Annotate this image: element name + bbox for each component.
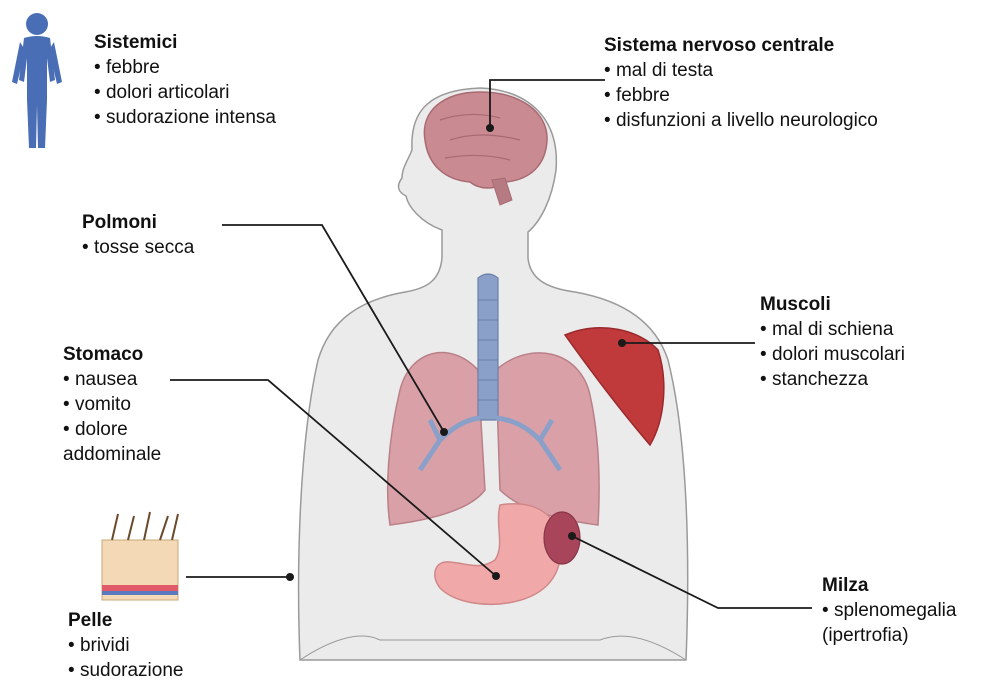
label-polmoni: Polmoni tosse secca: [82, 210, 194, 260]
human-figure-icon: [12, 13, 62, 148]
label-milza-title: Milza: [822, 573, 956, 598]
leader-dot-polmoni: [440, 428, 448, 436]
leader-dot-snc: [486, 124, 494, 132]
list-item: nausea: [63, 367, 161, 392]
label-polmoni-title: Polmoni: [82, 210, 194, 235]
label-sistemici-title: Sistemici: [94, 30, 276, 55]
list-item: splenomegalia: [822, 598, 956, 623]
leader-dot-milza: [568, 532, 576, 540]
label-milza-list: splenomegalia (ipertrofia): [822, 598, 956, 648]
label-pelle: Pelle brividi sudorazione: [68, 608, 183, 683]
list-item: dolori articolari: [94, 80, 276, 105]
list-item: mal di schiena: [760, 317, 905, 342]
list-item: brividi: [68, 633, 183, 658]
label-pelle-list: brividi sudorazione: [68, 633, 183, 683]
label-muscoli: Muscoli mal di schiena dolori muscolari …: [760, 292, 905, 392]
label-stomaco-list: nausea vomito dolore addominale: [63, 367, 161, 467]
label-pelle-title: Pelle: [68, 608, 183, 633]
label-snc: Sistema nervoso centrale mal di testa fe…: [604, 33, 878, 133]
list-item-continuation: (ipertrofia): [822, 623, 956, 648]
list-item: sudorazione intensa: [94, 105, 276, 130]
label-milza: Milza splenomegalia (ipertrofia): [822, 573, 956, 648]
list-item: vomito: [63, 392, 161, 417]
label-sistemici-list: febbre dolori articolari sudorazione int…: [94, 55, 276, 130]
leader-dot-pelle: [286, 573, 294, 581]
list-item: stanchezza: [760, 367, 905, 392]
leader-dot-muscoli: [618, 339, 626, 347]
list-item: disfunzioni a livello neurologico: [604, 108, 878, 133]
label-polmoni-list: tosse secca: [82, 235, 194, 260]
list-item: dolori muscolari: [760, 342, 905, 367]
label-muscoli-list: mal di schiena dolori muscolari stanchez…: [760, 317, 905, 392]
list-item-continuation: addominale: [63, 442, 161, 467]
label-snc-list: mal di testa febbre disfunzioni a livell…: [604, 58, 878, 133]
list-item: dolore: [63, 417, 161, 442]
list-item: mal di testa: [604, 58, 878, 83]
list-item: febbre: [94, 55, 276, 80]
list-item: tosse secca: [82, 235, 194, 260]
list-item: febbre: [604, 83, 878, 108]
list-item: sudorazione: [68, 658, 183, 683]
label-stomaco-title: Stomaco: [63, 342, 161, 367]
leader-dot-stomaco: [492, 572, 500, 580]
label-muscoli-title: Muscoli: [760, 292, 905, 317]
label-stomaco: Stomaco nausea vomito dolore addominale: [63, 342, 161, 467]
skin-illustration: [102, 512, 178, 600]
label-snc-title: Sistema nervoso centrale: [604, 33, 878, 58]
label-sistemici: Sistemici febbre dolori articolari sudor…: [94, 30, 276, 130]
